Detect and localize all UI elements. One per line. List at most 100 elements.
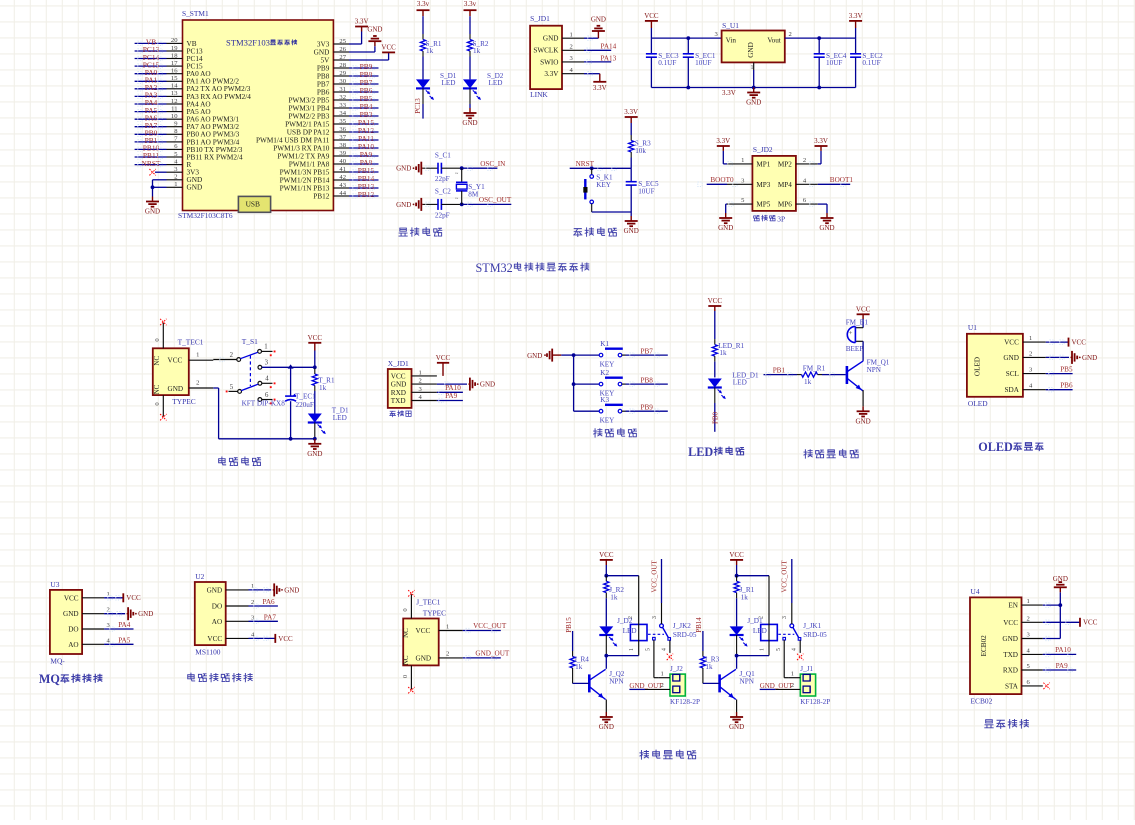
svg-text:1: 1 (661, 671, 664, 678)
svg-text:PA6 AO PWM3/1: PA6 AO PWM3/1 (187, 116, 240, 124)
svg-text:SCL: SCL (1006, 370, 1019, 378)
svg-text:GND: GND (396, 165, 411, 173)
svg-text:TYPEC: TYPEC (172, 397, 195, 406)
svg-text:VCC: VCC (207, 635, 222, 643)
svg-text:VB: VB (146, 38, 156, 47)
svg-text:J_J2: J_J2 (670, 665, 683, 673)
svg-text:LED: LED (442, 79, 456, 87)
svg-text:Vin: Vin (726, 37, 737, 45)
svg-text:1: 1 (629, 648, 635, 651)
svg-text:LED: LED (753, 627, 767, 635)
svg-text:PB14: PB14 (695, 617, 703, 633)
svg-text:1: 1 (107, 591, 110, 598)
svg-text:KEY: KEY (600, 416, 616, 424)
svg-text:1: 1 (791, 671, 794, 678)
svg-text:PB12: PB12 (313, 192, 329, 200)
svg-text:PB6: PB6 (360, 86, 373, 95)
svg-text:PB3: PB3 (360, 110, 373, 119)
svg-text:10UF: 10UF (826, 59, 842, 67)
svg-text:2: 2 (419, 378, 422, 385)
svg-text:OLED: OLED (968, 399, 988, 408)
svg-text:GND: GND (527, 352, 542, 360)
svg-text:PC14: PC14 (143, 53, 160, 62)
svg-text:VCC: VCC (856, 306, 871, 314)
svg-text:5: 5 (776, 648, 782, 651)
svg-text:KFT DIP-KX8: KFT DIP-KX8 (242, 400, 286, 408)
svg-text:VCC: VCC (1003, 619, 1018, 627)
svg-text:42: 42 (339, 174, 346, 181)
svg-text:GND: GND (416, 654, 432, 662)
svg-text:0.1UF: 0.1UF (862, 59, 880, 67)
svg-text:KEY: KEY (600, 360, 616, 368)
svg-text:PWM3/2 PB5: PWM3/2 PB5 (288, 96, 329, 104)
svg-text:DO: DO (68, 626, 78, 634)
svg-text:VCC: VCC (391, 372, 406, 380)
svg-text:1: 1 (751, 65, 754, 71)
svg-text:1: 1 (196, 351, 199, 358)
svg-text:2: 2 (196, 379, 199, 386)
svg-text:PA10: PA10 (1055, 646, 1071, 654)
svg-text:U3: U3 (50, 580, 59, 589)
svg-text:VCC: VCC (644, 12, 659, 20)
svg-text:40: 40 (339, 158, 346, 165)
svg-text:PB8: PB8 (641, 376, 654, 384)
svg-text:PC13: PC13 (187, 47, 203, 55)
svg-text:PB9: PB9 (317, 64, 330, 72)
svg-text:VCC: VCC (64, 594, 79, 602)
svg-text:K1: K1 (600, 340, 609, 348)
svg-text:2: 2 (446, 651, 449, 658)
svg-text:VCC: VCC (381, 44, 396, 52)
svg-text:GND: GND (367, 26, 382, 34)
svg-text:VCC: VCC (1072, 339, 1087, 347)
svg-text:TXD: TXD (1003, 651, 1018, 659)
svg-text:GND: GND (1003, 354, 1019, 362)
svg-text:3: 3 (107, 622, 111, 629)
svg-text:3: 3 (1029, 367, 1033, 374)
svg-text:ECB02: ECB02 (980, 635, 988, 657)
svg-text:STM32: STM32 (476, 261, 513, 275)
svg-text:12: 12 (171, 98, 178, 105)
svg-text:PWM3/1 PB4: PWM3/1 PB4 (288, 104, 329, 112)
svg-text:6: 6 (803, 197, 807, 204)
svg-text:PB8: PB8 (317, 72, 330, 80)
svg-text:4: 4 (792, 648, 798, 651)
svg-text:PA11: PA11 (358, 134, 374, 143)
svg-text:S_EC4: S_EC4 (826, 52, 847, 60)
svg-text:35: 35 (339, 118, 346, 125)
svg-text:PC15: PC15 (143, 60, 160, 69)
svg-text:GND: GND (599, 723, 614, 731)
svg-text:1k: 1k (426, 47, 434, 55)
svg-text:0: 0 (402, 608, 409, 612)
svg-text:PB5: PB5 (1060, 366, 1073, 374)
svg-text:GND: GND (314, 48, 330, 56)
svg-text:3.3V: 3.3V (814, 137, 828, 145)
svg-text:BOOT1: BOOT1 (830, 176, 854, 184)
svg-text:GND: GND (480, 381, 495, 389)
svg-text:2: 2 (1027, 615, 1030, 622)
svg-text:22pF: 22pF (435, 211, 450, 219)
svg-text:PB1: PB1 (773, 366, 786, 374)
svg-text:R: R (187, 161, 192, 169)
svg-text:3: 3 (1027, 632, 1031, 639)
svg-text:VCC_OUT: VCC_OUT (650, 560, 658, 593)
svg-text:2: 2 (570, 44, 573, 51)
svg-text:MQ: MQ (39, 672, 60, 686)
svg-text:3V3: 3V3 (317, 40, 330, 48)
svg-text:4: 4 (803, 177, 807, 184)
svg-text:J_R1: J_R1 (740, 586, 755, 594)
svg-text:3.3v: 3.3v (464, 0, 477, 8)
svg-text:EN: EN (1008, 602, 1018, 610)
svg-text:2: 2 (661, 682, 664, 689)
svg-text:PC13: PC13 (143, 45, 160, 54)
svg-text:PB4: PB4 (360, 102, 373, 111)
svg-text:BEEP: BEEP (846, 345, 864, 353)
svg-text:3.3V: 3.3V (355, 18, 369, 26)
svg-text:5: 5 (174, 151, 178, 158)
svg-text:1: 1 (759, 648, 765, 651)
svg-text:U1: U1 (968, 323, 977, 332)
svg-text:VCC: VCC (1083, 619, 1098, 627)
svg-text:1: 1 (419, 369, 422, 376)
svg-text:5: 5 (230, 384, 234, 391)
svg-text:J_J1: J_J1 (800, 665, 813, 673)
svg-text:U4: U4 (971, 587, 980, 596)
